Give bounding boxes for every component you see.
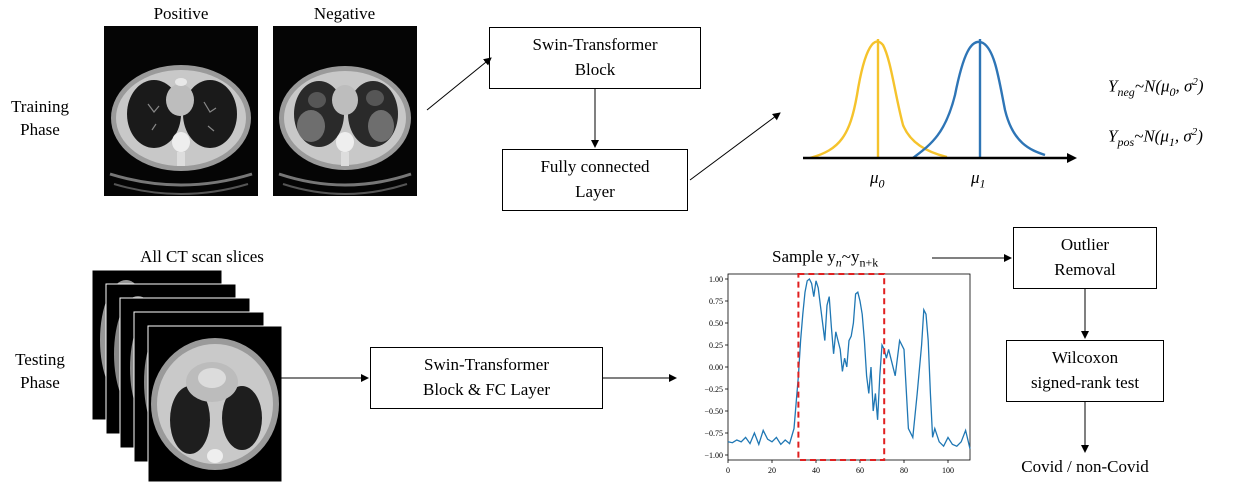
negative-distribution-curve bbox=[809, 40, 948, 160]
sample-window-box bbox=[797, 273, 886, 461]
x-tick-label: 60 bbox=[856, 466, 864, 475]
swin-block-line2: Block bbox=[574, 60, 616, 79]
eq-pos-rest: ~N(μ bbox=[1134, 126, 1169, 146]
mu1-symbol: μ bbox=[971, 168, 980, 187]
wilcoxon-line1: Wilcoxon bbox=[1051, 348, 1119, 368]
swin-fc-line1: Swin-Transformer bbox=[424, 355, 549, 375]
sample-tilde: ~y bbox=[841, 247, 860, 266]
mu1-label: μ1 bbox=[971, 168, 986, 191]
testing-phase-line1: Testing bbox=[15, 350, 65, 369]
eq-pos-sup: 2 bbox=[1191, 126, 1198, 138]
y-tick-label: 1.00 bbox=[709, 275, 723, 284]
fc-layer-line1: Fully connected bbox=[540, 157, 650, 177]
eq-neg-mid: , σ bbox=[1175, 76, 1193, 96]
y-tick-label: 0.75 bbox=[709, 297, 723, 306]
testing-phase-line2: Phase bbox=[20, 372, 60, 392]
training-phase-line1: Training bbox=[11, 97, 69, 116]
positive-ct-drawing bbox=[104, 26, 258, 196]
y-pos-equation: Ypos~N(μ1, σ2) bbox=[1108, 126, 1203, 150]
positive-label: Positive bbox=[153, 4, 209, 23]
mu0-label: μ0 bbox=[870, 168, 885, 191]
negative-ct-drawing bbox=[273, 26, 417, 196]
eq-neg-y: Y bbox=[1108, 76, 1118, 96]
training-phase-line2: Phase bbox=[20, 119, 60, 139]
distribution-plot bbox=[803, 39, 1077, 163]
sample-label: Sample yn~yn+k bbox=[772, 247, 878, 270]
y-neg-equation: Yneg~N(μ0, σ2) bbox=[1108, 76, 1204, 100]
wilcoxon-line2: signed-rank test bbox=[1030, 373, 1140, 392]
arrow-fc-to-dist bbox=[689, 112, 781, 181]
wilcoxon-test-box: Wilcoxon signed-rank test bbox=[1006, 340, 1164, 402]
positive-ct-image bbox=[104, 26, 258, 196]
x-tick-label: 20 bbox=[768, 466, 776, 475]
y-tick-label: −1.00 bbox=[704, 451, 723, 460]
sample-sub-n: n bbox=[835, 255, 842, 270]
eq-pos-y: Y bbox=[1108, 126, 1118, 146]
mu0-symbol: μ bbox=[870, 168, 879, 187]
testing-phase-label: Testing Phase bbox=[4, 349, 76, 395]
eq-pos-sub: pos bbox=[1117, 135, 1135, 150]
sample-prefix: Sample y bbox=[772, 247, 836, 266]
eq-neg-rest: ~N(μ bbox=[1134, 76, 1170, 96]
ct-slice-stack bbox=[92, 270, 283, 483]
arrow-ct-to-swin bbox=[426, 57, 492, 111]
y-tick-label: 0.00 bbox=[709, 363, 723, 372]
negative-ct-image bbox=[273, 26, 417, 196]
mu0-subscript: 0 bbox=[878, 176, 885, 191]
outlier-line2: Removal bbox=[1054, 260, 1116, 279]
x-tick-label: 40 bbox=[812, 466, 820, 475]
eq-pos-end: ) bbox=[1197, 126, 1203, 146]
x-tick-label: 0 bbox=[726, 466, 730, 475]
score-line-chart: −1.00 −0.75 −0.50 −0.25 0.00 0.25 0.50 0.75 1.00… bbox=[704, 273, 971, 475]
ct-slices-label: All CT scan slices bbox=[140, 247, 264, 266]
x-tick-label: 100 bbox=[942, 466, 954, 475]
eq-neg-sub: neg bbox=[1117, 85, 1135, 100]
negative-label: Negative bbox=[313, 4, 376, 23]
y-tick-label: −0.25 bbox=[704, 385, 723, 394]
score-series-line bbox=[727, 277, 971, 449]
fc-layer-line2: Layer bbox=[575, 182, 615, 201]
y-tick-label: −0.50 bbox=[704, 407, 723, 416]
result-label: Covid / non-Covid bbox=[1021, 457, 1149, 476]
swin-block-line1: Swin-Transformer bbox=[532, 35, 658, 55]
mu1-subscript: 1 bbox=[979, 176, 986, 191]
y-tick-label: −0.75 bbox=[704, 429, 723, 438]
positive-distribution-curve bbox=[912, 40, 1046, 159]
eq-neg-end: ) bbox=[1197, 76, 1204, 96]
x-tick-label: 80 bbox=[900, 466, 908, 475]
training-phase-label: Training Phase bbox=[4, 96, 76, 142]
sample-sub-nk: n+k bbox=[859, 255, 879, 270]
eq-neg-mu-sub: 0 bbox=[1169, 85, 1176, 100]
y-tick-label: 0.50 bbox=[709, 319, 723, 328]
swin-fc-line2: Block & FC Layer bbox=[422, 380, 550, 399]
distribution-axis-arrowhead bbox=[1067, 153, 1077, 163]
eq-neg-sup: 2 bbox=[1192, 76, 1198, 88]
eq-pos-mid: , σ bbox=[1174, 126, 1192, 146]
outlier-line1: Outlier bbox=[1060, 235, 1110, 255]
ct-slice-front bbox=[147, 325, 283, 483]
eq-pos-mu-sub: 1 bbox=[1168, 135, 1175, 150]
y-tick-label: 0.25 bbox=[709, 341, 723, 350]
